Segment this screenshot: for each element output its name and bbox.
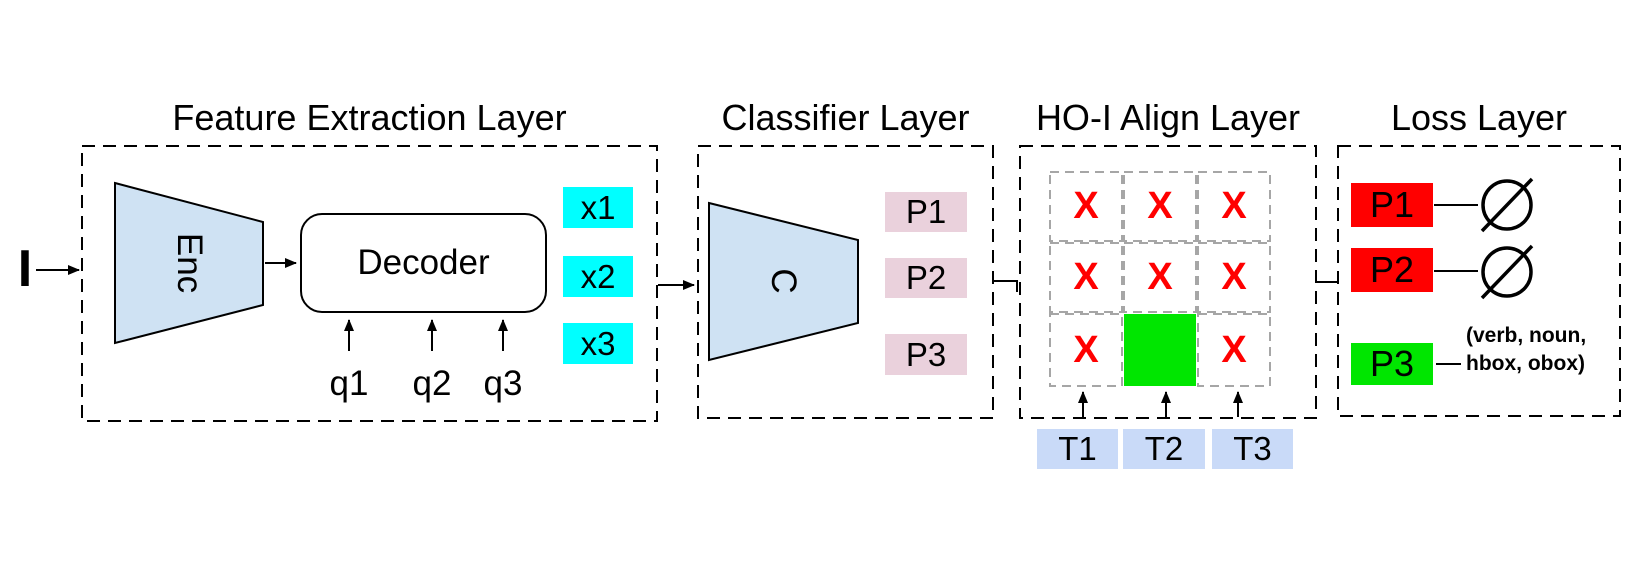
mismatch-x: X (1147, 256, 1173, 298)
grid-cell (1123, 242, 1197, 313)
p3-annotation-line2: hbox, obox) (1466, 352, 1585, 375)
prediction-p1: P1 (885, 192, 967, 232)
token-x2: x2 (563, 256, 633, 297)
grid-cell (1197, 313, 1271, 387)
mismatch-x: X (1221, 185, 1247, 227)
classifier-trapezoid (708, 201, 859, 362)
feature-layer-title: Feature Extraction Layer (172, 97, 567, 138)
empty-set-icon (1480, 244, 1534, 300)
mismatch-x: X (1221, 328, 1247, 371)
query2-label: q2 (412, 364, 452, 403)
p3-annotation-line1: (verb, noun, (1466, 324, 1587, 347)
token-x1: x1 (563, 187, 633, 228)
mismatch-x: X (1147, 185, 1173, 227)
mismatch-x: X (1073, 328, 1099, 371)
classifier-label: C (764, 268, 803, 294)
token-x3: x3 (563, 323, 633, 364)
p3-target-annotation: (verb, noun, hbox, obox) (1466, 322, 1636, 378)
target-t3: T3 (1212, 429, 1293, 469)
grid-cell (1197, 242, 1271, 313)
prediction-p3: P3 (885, 334, 967, 375)
loss-p1: P1 (1351, 183, 1433, 227)
classifier-to-align-connector (993, 280, 1018, 292)
mismatch-x: X (1073, 256, 1099, 298)
classifier-layer-title: Classifier Layer (721, 97, 970, 138)
grid-cell-matched (1124, 314, 1196, 386)
loss-layer-box (1337, 145, 1621, 417)
mismatch-x: X (1073, 185, 1099, 227)
feature-layer-box (81, 145, 658, 422)
prediction-p2: P2 (885, 258, 967, 298)
align-to-loss-connector (1315, 271, 1337, 283)
grid-cell (1049, 313, 1123, 387)
mismatch-x: X (1221, 256, 1247, 298)
target-t1: T1 (1037, 429, 1118, 469)
loss-p3: P3 (1351, 343, 1433, 385)
loss-layer-title: Loss Layer (1390, 97, 1568, 138)
encoder-trapezoid (114, 181, 264, 345)
input-image-label: I (17, 240, 33, 298)
target-t2: T2 (1123, 429, 1205, 469)
grid-cell (1123, 171, 1197, 242)
align-layer-title: HO-I Align Layer (1035, 97, 1301, 138)
grid-cell (1197, 171, 1271, 242)
grid-cell (1049, 242, 1123, 313)
loss-p2: P2 (1351, 248, 1433, 292)
empty-set-icon (1480, 177, 1534, 233)
query1-label: q1 (329, 364, 369, 403)
decoder-block: Decoder (300, 213, 547, 313)
encoder-label: Enc (170, 232, 209, 294)
query3-label: q3 (483, 364, 523, 403)
grid-cell (1049, 171, 1123, 242)
